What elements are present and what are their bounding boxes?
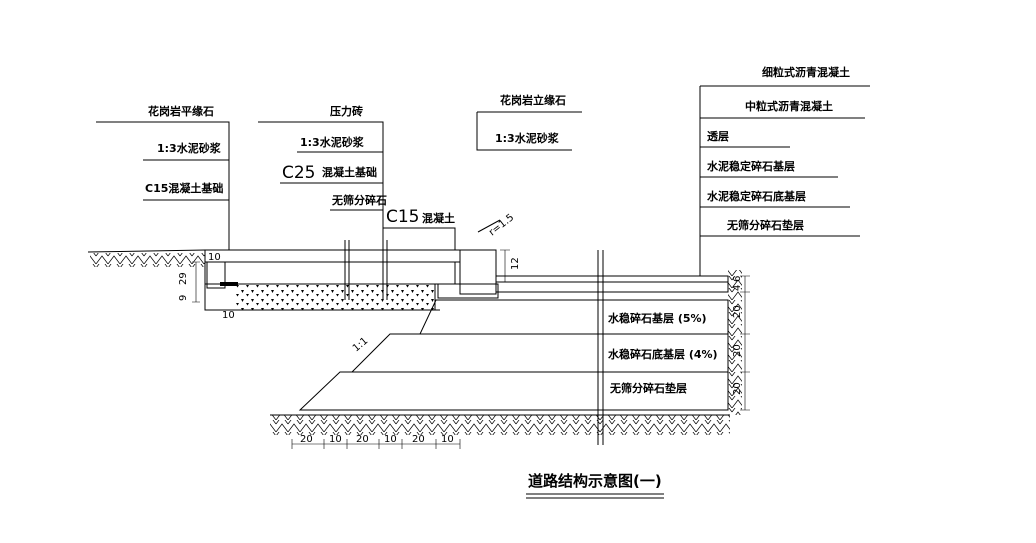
dim-bottom-2: 10 [329, 434, 342, 445]
dim-6: 6 [732, 276, 743, 282]
label-mortar-mid: 1:3水泥砂浆 [300, 135, 365, 149]
labels: 花岗岩平缘石 1:3水泥砂浆 C15混凝土基础 压力砖 1:3水泥砂浆 C25 … [145, 65, 850, 395]
dim-20-b: 20 [732, 344, 743, 357]
dimensions: 12 10 29 9 10 6 4 20 20 20 20 10 20 10 2… [178, 249, 750, 449]
dim-20-c: 20 [732, 382, 743, 395]
ground-hatching [87, 249, 742, 435]
label-curb-standing: 花岗岩立缘石 [500, 93, 566, 107]
dim-bottom-3: 20 [356, 434, 369, 445]
label-mortar-right: 1:3水泥砂浆 [495, 131, 560, 145]
label-c15-base: C15混凝土基础 [145, 181, 223, 195]
dim-bottom-4: 10 [384, 434, 397, 445]
label-cement-subbase: 水泥稳定碎石底基层 [707, 189, 806, 203]
leader-lines [96, 85, 870, 276]
dim-bottom-5: 20 [412, 434, 425, 445]
label-layer2-inner: 水稳碎石底基层 (4%) [608, 347, 718, 361]
break-lines [344, 240, 604, 445]
label-mortar-left: 1:3水泥砂浆 [157, 141, 222, 155]
dim-12: 12 [510, 257, 521, 270]
drawing-title-group: 道路结构示意图(一) [526, 472, 664, 499]
label-layer1-inner: 水稳碎石基层 (5%) [608, 311, 707, 325]
dim-9: 9 [178, 295, 189, 301]
dim-29: 29 [178, 272, 189, 285]
label-asphalt-fine: 细粒式沥青混凝土 [762, 65, 850, 79]
label-seal-layer: 透层 [707, 130, 729, 143]
label-asphalt-medium: 中粒式沥青混凝土 [745, 99, 833, 113]
label-c25-prefix: C25 [282, 163, 316, 183]
standing-curb [437, 219, 501, 299]
drawing-title: 道路结构示意图(一) [528, 472, 662, 490]
label-gravel-mid: 无筛分碎石 [331, 193, 387, 207]
dim-20-a: 20 [732, 305, 743, 318]
dim-bottom-6: 10 [441, 434, 454, 445]
dim-4: 4 [732, 285, 743, 291]
label-gravel-cushion: 无筛分碎石垫层 [726, 218, 804, 232]
label-layer3-inner: 无筛分碎石垫层 [609, 381, 687, 395]
label-curb-flat: 花岗岩平缘石 [148, 104, 214, 118]
label-cement-base: 水泥稳定碎石基层 [707, 159, 795, 173]
label-c15-prefix: C15 [386, 207, 420, 227]
left-curb-section [204, 249, 461, 311]
label-radius: r=1.5 [487, 212, 516, 238]
label-slope: 1:1 [351, 336, 370, 355]
label-pressure-brick: 压力砖 [330, 104, 363, 118]
road-layers [298, 275, 729, 411]
dim-bottom-1: 20 [300, 434, 313, 445]
label-c15-suffix: 混凝土 [422, 211, 455, 225]
label-c25-suffix: 混凝土基础 [322, 165, 377, 179]
dim-10-top: 10 [208, 252, 221, 263]
dim-10-bottom: 10 [222, 310, 235, 321]
